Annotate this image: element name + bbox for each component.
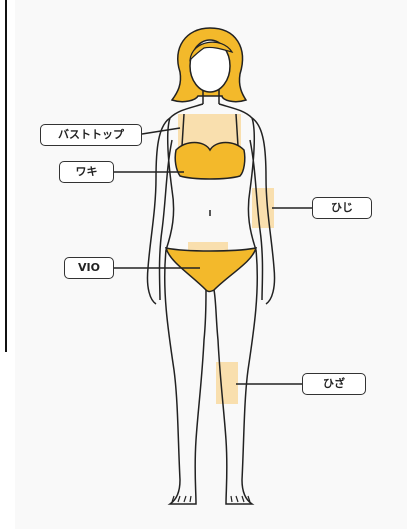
armpit-label[interactable]: ワキ [59,161,114,183]
vio-label[interactable]: VIO [64,257,114,279]
elbow-label[interactable]: ひじ [312,197,372,219]
bikini-bottom [166,248,256,292]
bust-top-label[interactable]: バストトップ [40,124,142,146]
left-leg [165,250,206,504]
knee-label[interactable]: ひざ [302,373,366,395]
elbow-zone[interactable] [252,188,274,228]
